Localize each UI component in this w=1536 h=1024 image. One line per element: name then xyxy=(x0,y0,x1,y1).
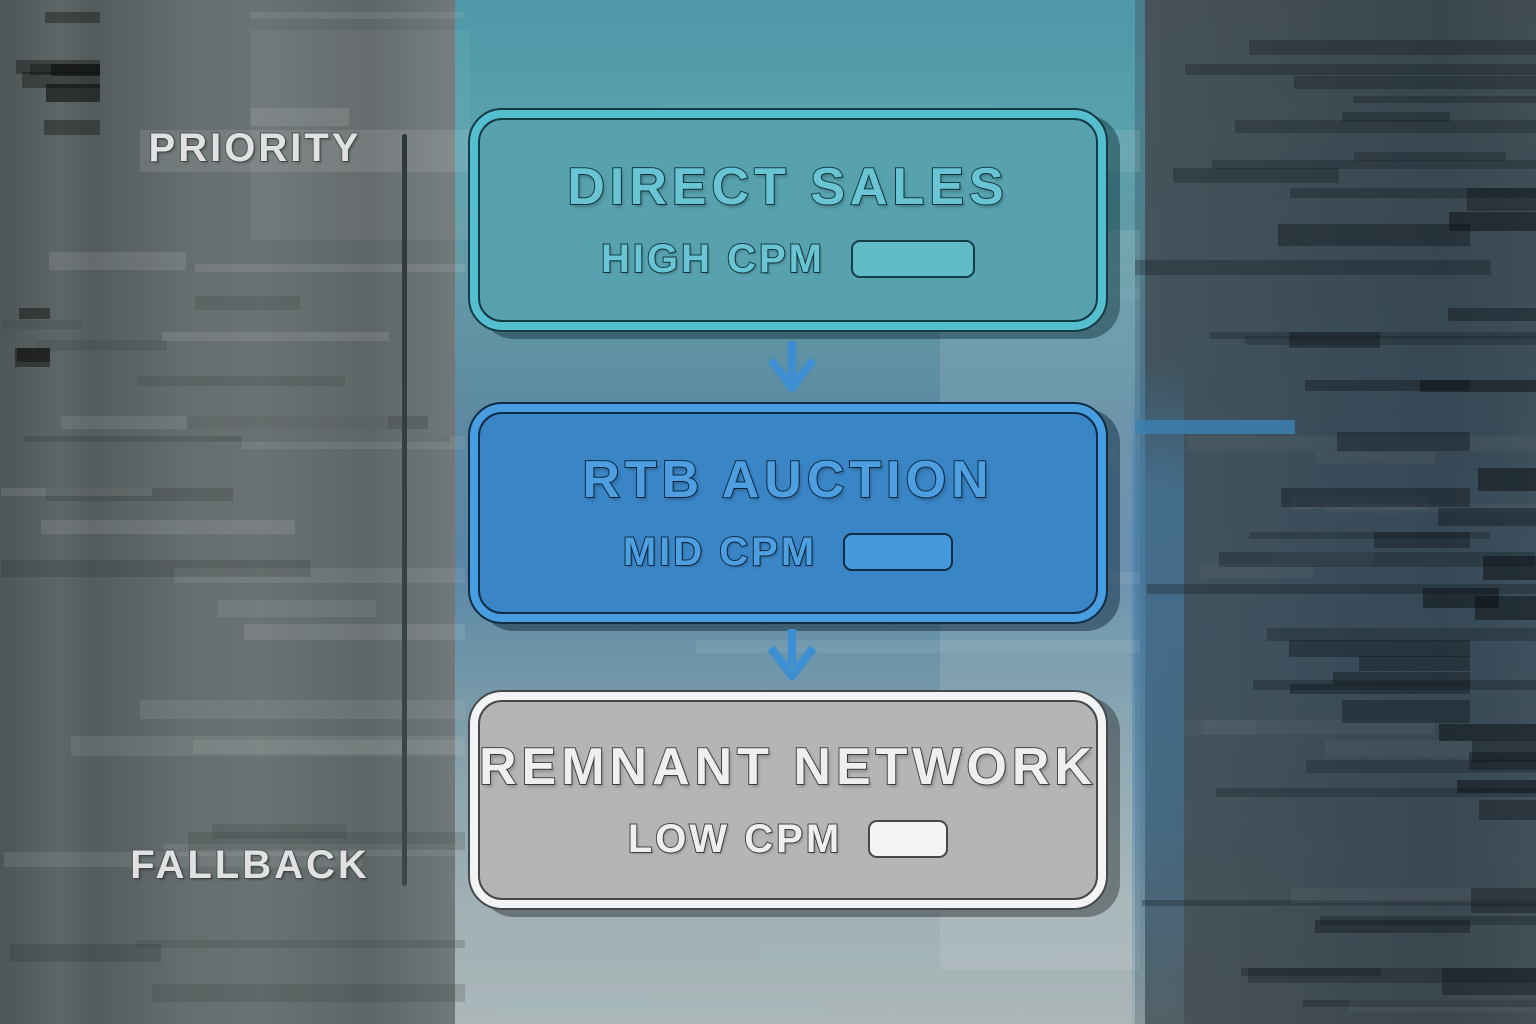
node-direct-sales: DIRECT SALES HIGH CPM xyxy=(468,108,1108,332)
node-cpm-label: MID CPM xyxy=(622,530,818,574)
cpm-meter-badge xyxy=(851,240,975,278)
priority-label: PRIORITY xyxy=(148,125,362,171)
fallback-label: FALLBACK xyxy=(129,842,370,888)
cpm-meter-badge xyxy=(868,820,949,858)
node-cpm-label: HIGH CPM xyxy=(600,237,825,281)
arrow-direct-to-rtb-icon xyxy=(760,338,824,405)
background-blue-streak xyxy=(1135,420,1295,434)
background-light-band-2 xyxy=(250,30,470,240)
node-title: REMNANT NETWORK xyxy=(478,738,1098,796)
node-title: RTB AUCTION xyxy=(581,451,994,509)
node-cpm-label: LOW CPM xyxy=(627,817,843,861)
node-rtb-auction: RTB AUCTION MID CPM xyxy=(468,402,1108,624)
priority-axis-line xyxy=(402,134,407,886)
arrow-rtb-to-remnant-icon xyxy=(760,626,824,693)
node-remnant-network: REMNANT NETWORK LOW CPM xyxy=(468,690,1108,910)
node-title: DIRECT SALES xyxy=(566,158,1009,216)
cpm-meter-badge xyxy=(843,533,954,571)
background-blue-glow-strip xyxy=(1132,360,1184,1024)
background-right-tint xyxy=(1135,0,1536,1024)
